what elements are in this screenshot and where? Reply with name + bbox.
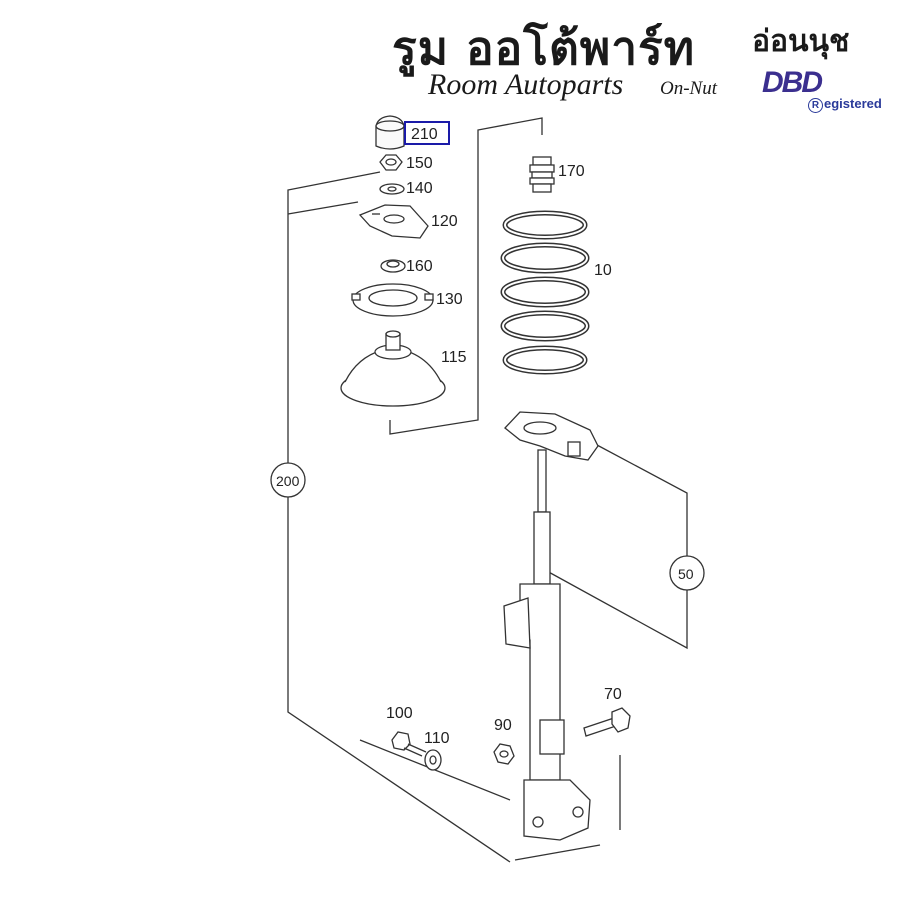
dbd-logo: DBD bbox=[762, 66, 823, 99]
part-110-washer bbox=[424, 749, 442, 771]
part-100-bolt bbox=[391, 731, 427, 757]
part-210-highlight-box bbox=[404, 121, 450, 145]
label-140: 140 bbox=[406, 180, 433, 197]
part-130-bearing bbox=[351, 283, 434, 317]
label-110: 110 bbox=[424, 730, 450, 747]
label-90: 90 bbox=[494, 717, 512, 734]
part-140-washer bbox=[379, 183, 405, 195]
label-120: 120 bbox=[431, 213, 458, 230]
label-150: 150 bbox=[406, 155, 433, 172]
label-130: 130 bbox=[436, 291, 463, 308]
label-210: 210 bbox=[411, 126, 438, 143]
label-50: 50 bbox=[678, 566, 694, 582]
label-115: 115 bbox=[441, 349, 467, 366]
label-10: 10 bbox=[594, 262, 612, 279]
part-150-nut bbox=[379, 154, 403, 171]
part-160-ring bbox=[380, 259, 406, 273]
shop-branch-thai: อ่อนนุช bbox=[752, 24, 850, 59]
shock-absorber bbox=[503, 449, 591, 841]
label-100: 100 bbox=[386, 705, 413, 722]
label-160: 160 bbox=[406, 258, 433, 275]
registered-icon: R bbox=[808, 98, 823, 113]
shop-name-english: Room Autoparts bbox=[428, 68, 624, 101]
label-170: 170 bbox=[558, 163, 585, 180]
part-10-coil-spring-inner bbox=[502, 212, 588, 373]
label-70: 70 bbox=[604, 686, 622, 703]
shop-name-thai: รูม ออโต้พาร์ท bbox=[392, 21, 696, 75]
callout-50-circle bbox=[669, 555, 705, 591]
part-70-bolt bbox=[583, 707, 631, 737]
part-50-spring-seat bbox=[504, 411, 599, 461]
part-115-mount bbox=[340, 330, 446, 407]
shop-branch-english: On-Nut bbox=[660, 78, 717, 99]
group-50-bracket bbox=[544, 444, 688, 650]
callout-200-circle bbox=[270, 462, 306, 498]
part-120-plate bbox=[358, 204, 429, 239]
part-170-bump-stop bbox=[529, 156, 555, 193]
part-90-nut bbox=[493, 743, 515, 765]
registered-text: egistered bbox=[824, 96, 882, 111]
part-210-cap bbox=[375, 115, 405, 150]
label-200: 200 bbox=[276, 473, 300, 489]
